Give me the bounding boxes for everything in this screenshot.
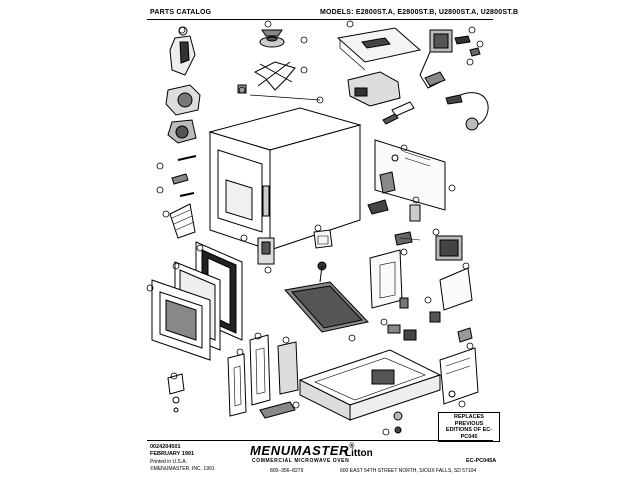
waveguide-part	[347, 71, 415, 125]
replaces-previous-notice: REPLACES PREVIOUS EDITIONS OF EC-PC045	[438, 412, 500, 442]
catalog-title: PARTS CATALOG	[150, 9, 212, 16]
latch-hardware-parts	[169, 155, 197, 239]
antenna-cover-part	[336, 27, 422, 71]
magnetron-part	[419, 29, 481, 89]
ceramic-shelf-part	[284, 281, 369, 333]
brand-registered-mark: ®	[349, 443, 355, 450]
company-address: 600 EAST 54TH STREET NORTH, SIOUX FALLS,…	[340, 468, 477, 474]
footer-rule	[147, 440, 493, 441]
side-panel-part	[393, 347, 479, 434]
notice-line-1: REPLACES PREVIOUS	[454, 414, 484, 427]
bottom-left-parts	[167, 334, 299, 419]
catalog-date: FEBRUARY 1991	[150, 451, 195, 457]
copyright-note: ©MENUMASTER, INC. 1991	[150, 466, 215, 472]
blower-motor-part	[165, 26, 201, 144]
transformer-part	[369, 231, 473, 343]
printed-note: Printed in U.S.A.	[150, 459, 187, 465]
header-rule	[147, 19, 493, 20]
stirrer-fan-part	[237, 29, 321, 101]
outer-cabinet-part	[208, 107, 362, 251]
back-panel-part	[367, 139, 446, 222]
catalog-number: 0024204501	[150, 444, 181, 450]
control-parts	[257, 229, 333, 283]
phone-number: 800–356–8279	[270, 468, 304, 474]
page-code: EC-PC045A	[466, 458, 497, 464]
base-plate-part	[298, 349, 442, 421]
notice-line-2: EDITIONS OF EC-PC045	[445, 427, 493, 440]
models-label: MODELS: E2800ST.A, E2800ST.B, U2800ST.A,…	[320, 9, 519, 16]
menumaster-logo: MENUMASTER®	[250, 443, 355, 458]
power-cord-part	[445, 92, 489, 131]
brand-subtitle: COMMERCIAL MICROWAVE OVEN	[252, 458, 350, 464]
brand-name: MENUMASTER	[250, 443, 350, 458]
reference-balloons	[146, 20, 484, 436]
door-assembly-part	[151, 241, 243, 361]
litton-logo: Litton	[345, 448, 373, 459]
